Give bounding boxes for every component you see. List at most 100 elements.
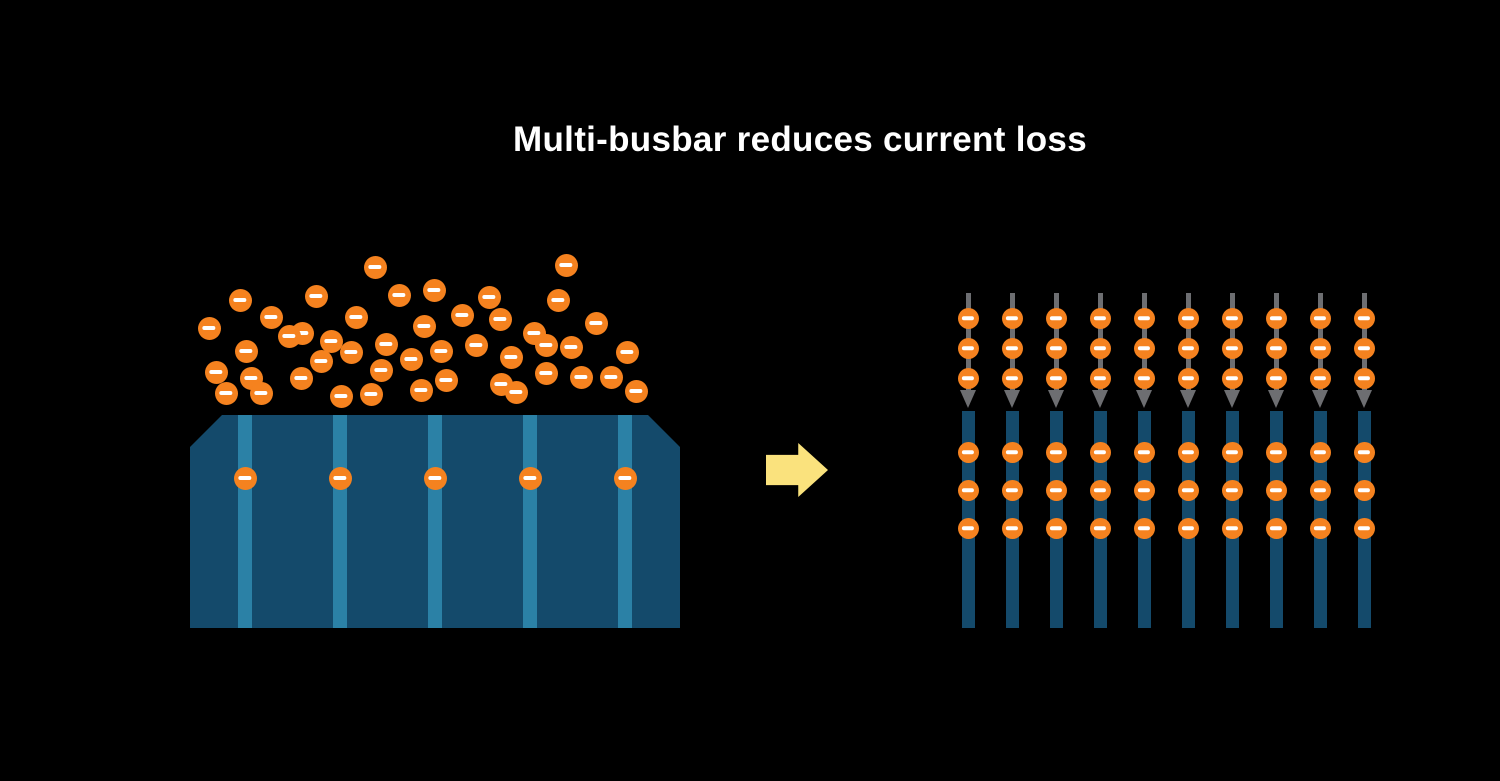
electron-icon [1133, 441, 1155, 463]
electron-icon [1045, 479, 1067, 501]
electron-icon [344, 305, 368, 329]
electron-icon [957, 307, 979, 329]
electron-icon [409, 378, 433, 402]
electron-icon [1221, 307, 1243, 329]
electron-icon [1265, 337, 1287, 359]
electron-icon [1221, 367, 1243, 389]
electron-icon [1089, 441, 1111, 463]
transition-arrow-icon [766, 443, 828, 497]
current-arrow-head-icon [1048, 390, 1064, 408]
electron-icon [957, 441, 979, 463]
electron-icon [328, 466, 352, 490]
electron-icon [624, 379, 648, 403]
electron-icon [412, 314, 436, 338]
electron-icon [204, 360, 228, 384]
electron-icon [1001, 307, 1023, 329]
electron-icon [1309, 307, 1331, 329]
current-arrow-head-icon [1224, 390, 1240, 408]
solar-cell-standard [190, 415, 680, 628]
electron-icon [1309, 479, 1331, 501]
electron-icon [277, 324, 301, 348]
electron-icon [1133, 479, 1155, 501]
electron-icon [1001, 337, 1023, 359]
electron-icon [1221, 517, 1243, 539]
electron-icon [1001, 441, 1023, 463]
electron-icon [488, 307, 512, 331]
electron-icon [1045, 367, 1067, 389]
electron-icon [422, 278, 446, 302]
electron-icon [1089, 367, 1111, 389]
busbar-stripe [523, 415, 537, 628]
electron-icon [1133, 307, 1155, 329]
electron-icon [464, 333, 488, 357]
electron-icon [233, 466, 257, 490]
electron-icon [584, 311, 608, 335]
electron-icon [214, 381, 238, 405]
electron-icon [1177, 441, 1199, 463]
electron-icon [434, 368, 458, 392]
electron-icon [1089, 479, 1111, 501]
electron-icon [1309, 367, 1331, 389]
electron-icon [374, 332, 398, 356]
electron-icon [1353, 441, 1375, 463]
electron-icon [1089, 307, 1111, 329]
electron-icon [1265, 367, 1287, 389]
electron-icon [197, 316, 221, 340]
current-arrow-head-icon [1268, 390, 1284, 408]
electron-icon [599, 365, 623, 389]
current-arrow-head-icon [1356, 390, 1372, 408]
electron-icon [534, 361, 558, 385]
current-arrow-head-icon [1136, 390, 1152, 408]
electron-icon [1265, 441, 1287, 463]
electron-icon [1045, 441, 1067, 463]
electron-icon [957, 517, 979, 539]
electron-icon [319, 329, 343, 353]
electron-icon [1353, 367, 1375, 389]
electron-icon [429, 339, 453, 363]
electron-icon [450, 303, 474, 327]
electron-icon [309, 349, 333, 373]
current-arrow-head-icon [960, 390, 976, 408]
electron-icon [534, 333, 558, 357]
electron-icon [1001, 367, 1023, 389]
electron-icon [304, 284, 328, 308]
electron-icon [1309, 517, 1331, 539]
electron-icon [249, 381, 273, 405]
electron-icon [1221, 479, 1243, 501]
busbar-stripe [333, 415, 347, 628]
electron-icon [1001, 479, 1023, 501]
electron-icon [1177, 307, 1199, 329]
electron-icon [1265, 479, 1287, 501]
electron-icon [499, 345, 523, 369]
electron-icon [1177, 367, 1199, 389]
electron-icon [1265, 307, 1287, 329]
electron-icon [554, 253, 578, 277]
electron-icon [1045, 337, 1067, 359]
electron-icon [259, 305, 283, 329]
electron-icon [228, 288, 252, 312]
electron-icon [1353, 307, 1375, 329]
current-arrow-head-icon [1180, 390, 1196, 408]
busbar-stripe [238, 415, 252, 628]
electron-icon [399, 347, 423, 371]
electron-icon [1309, 337, 1331, 359]
diagram-title: Multi-busbar reduces current loss [513, 120, 1087, 159]
current-arrow-head-icon [1092, 390, 1108, 408]
electron-icon [1133, 367, 1155, 389]
electron-icon [615, 340, 639, 364]
electron-icon [1309, 441, 1331, 463]
electron-icon [1353, 517, 1375, 539]
electron-icon [234, 339, 258, 363]
electron-icon [387, 283, 411, 307]
electron-icon [1353, 479, 1375, 501]
electron-icon [957, 337, 979, 359]
electron-icon [957, 367, 979, 389]
electron-icon [569, 365, 593, 389]
busbar-stripe [618, 415, 632, 628]
electron-icon [1177, 517, 1199, 539]
busbar-stripe [428, 415, 442, 628]
electron-icon [339, 340, 363, 364]
electron-icon [359, 382, 383, 406]
electron-icon [957, 479, 979, 501]
